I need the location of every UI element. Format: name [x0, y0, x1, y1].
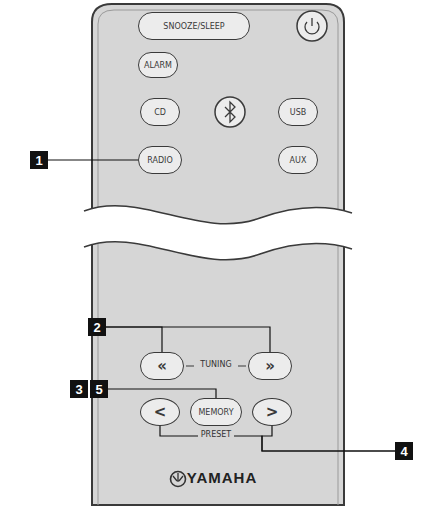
callout-number: 2	[93, 320, 100, 335]
leader-line	[160, 426, 395, 451]
callout-number: 1	[35, 153, 42, 168]
yamaha-logo	[173, 473, 183, 482]
button-label: RADIO	[147, 156, 173, 165]
leader-line	[48, 160, 138, 161]
yamaha-logo	[171, 472, 186, 487]
callout-number: 5	[95, 382, 102, 397]
callout-number: 4	[395, 442, 413, 460]
label-text: PRESET	[198, 431, 234, 440]
button-label: CD	[154, 108, 166, 117]
button-label: >	[266, 405, 279, 420]
leader-line	[108, 389, 216, 398]
preset-down-button: <	[140, 398, 180, 426]
power-symbol	[311, 18, 312, 26]
radio-button: RADIO	[138, 146, 182, 174]
button-label: <	[154, 405, 167, 420]
label-text: TUNING	[197, 361, 234, 370]
break-edge	[84, 242, 352, 260]
callout-number: 4	[400, 444, 407, 459]
bluetooth-button	[215, 97, 245, 127]
alarm-button: ALARM	[138, 52, 178, 78]
button-label: ALARM	[144, 61, 172, 70]
leader-line	[106, 327, 162, 352]
leader-line	[262, 426, 395, 451]
aux-button: AUX	[278, 146, 318, 174]
leader-line	[48, 159, 138, 160]
snooze-sleep-button: SNOOZE/SLEEP	[138, 12, 250, 40]
break-edge	[84, 206, 352, 224]
callout-number: 5	[90, 380, 108, 398]
callout-number: 1	[30, 151, 48, 169]
callout-number: 3	[75, 382, 82, 397]
brand-name: YAMAHA	[184, 470, 260, 487]
tuning-rule	[186, 366, 194, 367]
bluetooth-symbol	[225, 102, 235, 122]
power-button	[297, 11, 327, 41]
leader-line	[108, 389, 216, 398]
preset-up-button: >	[252, 398, 292, 426]
leader-line	[106, 327, 162, 352]
callout-number: 2	[88, 318, 106, 336]
leader-line	[106, 327, 270, 352]
usb-button: USB	[278, 98, 318, 126]
button-label: USB	[290, 108, 306, 117]
memory-button: MEMORY	[190, 398, 242, 426]
leader-line	[262, 426, 395, 451]
tuning-down-button: «	[140, 352, 184, 380]
leader-line	[106, 327, 270, 352]
button-label: »	[265, 359, 275, 374]
tuning-rule	[238, 366, 246, 367]
button-label: SNOOZE/SLEEP	[163, 22, 224, 31]
callout-number: 3	[70, 380, 88, 398]
cd-button: CD	[140, 98, 180, 126]
button-label: AUX	[290, 156, 307, 165]
tuning-up-button: »	[248, 352, 292, 380]
leader-line	[160, 426, 395, 451]
button-label: «	[157, 359, 167, 374]
break-band	[80, 206, 356, 259]
button-label: MEMORY	[198, 408, 233, 417]
